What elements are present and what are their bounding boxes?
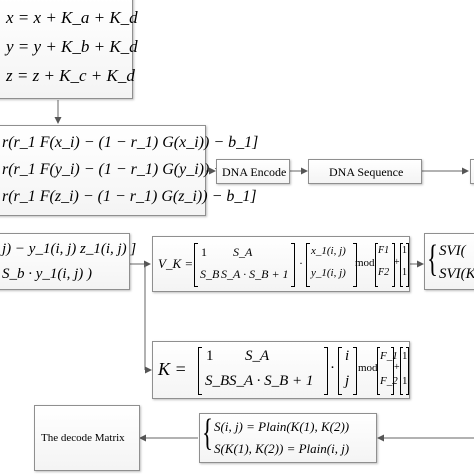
vk-plus: +: [394, 257, 400, 268]
k-f2: F_2: [380, 375, 398, 387]
vk-f1: F1: [378, 245, 390, 256]
vk-m21: S_B: [200, 267, 220, 281]
k-f1: F_1: [380, 350, 398, 362]
k-c-bracket-right: [406, 347, 409, 395]
k-v2: j: [345, 373, 350, 389]
svi-brace: {: [427, 238, 438, 280]
k-m11: 1: [206, 348, 214, 364]
chaotic-map-box: r(r_1 F(x_i) − (1 − r_1) G(x_i)) − b_1] …: [0, 125, 258, 216]
k-vector-bracket-left: [338, 347, 342, 395]
vk-dot: ·: [299, 256, 303, 270]
k-transform-box: K = 1 S_A S_B S_A · S_B + 1 · i j mod F_…: [152, 341, 410, 399]
svi-line2: SVI(K: [439, 266, 474, 282]
vk-m22: S_A · S_B + 1: [221, 267, 289, 281]
k-f-bracket-right: [391, 347, 394, 395]
vk-c-bracket-left: [400, 243, 403, 287]
vk-transform-box: V_K = 1 S_A S_B S_A · S_B + 1 · x_1(i, j…: [152, 236, 410, 292]
svi-box-partial: { SVI( SVI(K: [424, 233, 474, 290]
k-c2: 1: [402, 375, 408, 387]
k-plus: +: [394, 362, 400, 373]
vk-f-bracket-right: [392, 243, 395, 287]
equation-map-y: r(r_1 F(y_i) − (1 − r_1) G(y_i)) − b_1]: [2, 161, 259, 178]
update-equations-box: x = x + K_a + K_d y = y + K_b + K_d z = …: [0, 0, 138, 99]
k-dot: ·: [330, 360, 335, 376]
k-v1: i: [345, 348, 350, 364]
substitution-box: { S(i, j) = Plain(K(1), K(2)) S(K(1), K(…: [199, 413, 377, 463]
vk-m12: S_A: [233, 245, 253, 259]
vk-matrix-bracket-right: [291, 243, 295, 287]
equation-map-z: r(r_1 F(z_i) − (1 − r_1) G(z_i)) − b_1]: [2, 188, 257, 205]
decode-matrix-label: The decode Matrix: [41, 432, 125, 444]
vk-v2: y_1(i, j): [311, 267, 346, 279]
dna-sequence-box: DNA Sequence: [308, 159, 422, 184]
vk-f2: F2: [378, 267, 390, 278]
k-c1: 1: [402, 350, 408, 362]
s-line2: S(K(1), K(2)) = Plain(i, j): [214, 441, 350, 456]
next-step-box-partial: [470, 159, 474, 184]
dna-encode-label: DNA Encode: [222, 165, 287, 179]
equation-y: y = y + K_b + K_d: [6, 37, 138, 56]
svi-line1: SVI(: [439, 243, 466, 259]
k-matrix-bracket-left: [198, 347, 202, 395]
equation-product-line2: S_b · y_1(i, j) ): [2, 266, 92, 282]
vk-mod: mod: [355, 257, 375, 269]
k-lhs: K =: [158, 359, 187, 379]
vk-vector-bracket-left: [306, 243, 310, 287]
vk-lhs: V_K =: [158, 256, 194, 271]
s-line1: S(i, j) = Plain(K(1), K(2)): [214, 419, 350, 434]
vk-v1: x_1(i, j): [311, 245, 346, 257]
s-brace: {: [202, 412, 213, 454]
vk-vector-bracket-right: [353, 243, 357, 287]
k-m22: S_A · S_B + 1: [229, 373, 314, 389]
dna-encode-box: DNA Encode: [216, 159, 290, 184]
equation-map-x: r(r_1 F(x_i) − (1 − r_1) G(x_i)) − b_1]: [2, 134, 259, 151]
vk-c2: 1: [402, 267, 407, 278]
vk-m11: 1: [201, 245, 207, 259]
vk-c-bracket-right: [406, 243, 409, 287]
dna-sequence-label: DNA Sequence: [329, 165, 404, 179]
matrix-product-box: j) − y_1(i, j) z_1(i, j) ] S_b · y_1(i, …: [0, 233, 136, 290]
k-m12: S_A: [245, 348, 270, 364]
k-vector-bracket-right: [353, 347, 357, 395]
vk-f-bracket-left: [375, 243, 378, 287]
k-c-bracket-left: [400, 347, 403, 395]
k-matrix-bracket-right: [324, 347, 328, 395]
equation-x: x = x + K_a + K_d: [6, 8, 138, 27]
vk-matrix-bracket-left: [194, 243, 198, 287]
vk-c1: 1: [402, 245, 407, 256]
equation-z: z = z + K_c + K_d: [6, 66, 135, 85]
equation-product-line1: j) − y_1(i, j) z_1(i, j) ]: [2, 241, 137, 257]
decode-matrix-box: The decode Matrix: [34, 405, 140, 471]
k-mod: mod: [358, 362, 378, 374]
k-f-bracket-left: [377, 347, 380, 395]
k-m21: S_B: [205, 373, 230, 389]
